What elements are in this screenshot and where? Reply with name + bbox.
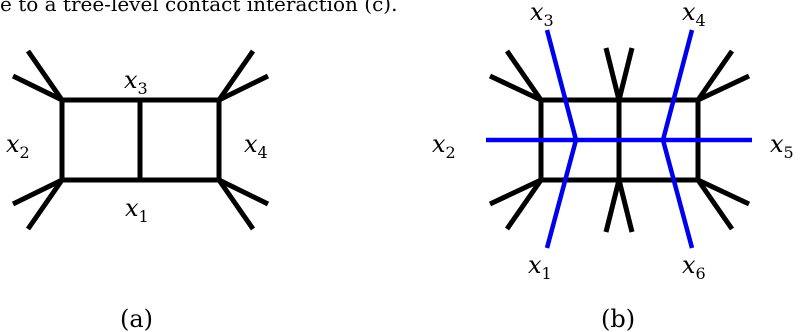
- dual-line-left: [544, 29, 579, 249]
- panel-a-leg: [216, 178, 256, 231]
- panel-a-label-x2: x2: [6, 130, 30, 162]
- panel-a-leg: [216, 49, 256, 102]
- panel-a-leg: [11, 73, 64, 103]
- panel-b-label-x6: x6: [682, 251, 706, 283]
- panel-b-caption: (b): [601, 305, 635, 332]
- panel-b-label-x5: x5: [770, 130, 794, 162]
- panel-a-leg: [25, 49, 65, 102]
- panel-b-label-x1: x1: [528, 251, 552, 283]
- panel-b-leg: [616, 47, 635, 101]
- panel-b-leg: [695, 49, 735, 102]
- panel-a-leg: [217, 177, 270, 207]
- panel-b-leg: [488, 73, 543, 103]
- panel-a-caption: (a): [120, 305, 153, 332]
- panel-b-leg: [696, 177, 751, 207]
- panel-b-label-x3: x3: [530, 0, 554, 30]
- panel-b-leg: [696, 73, 751, 103]
- dual-line-right: [660, 29, 695, 249]
- panel-b-label-x4: x4: [682, 0, 706, 30]
- panel-a-leg: [11, 177, 64, 207]
- panel-a-label-x4: x4: [244, 130, 268, 162]
- panel-a-label-x3: x3: [124, 66, 148, 98]
- panel-b-label-x2: x2: [432, 130, 456, 162]
- panel-b-leg: [603, 47, 622, 101]
- panel-b-leg: [603, 179, 622, 233]
- panel-a-graph: [11, 49, 270, 231]
- panel-a-leg: [25, 178, 65, 231]
- panel-b-leg: [616, 179, 635, 233]
- panel-b-leg: [504, 178, 544, 231]
- panel-a-leg: [217, 73, 270, 103]
- caption-fragment: e to a tree-level contact interaction (c…: [0, 0, 398, 16]
- panel-b-leg: [488, 177, 543, 207]
- panel-a-label-x1: x1: [125, 194, 149, 226]
- panel-b-leg: [695, 178, 735, 231]
- panel-b-leg: [504, 49, 544, 102]
- panel-b-dual-lines: [486, 29, 752, 249]
